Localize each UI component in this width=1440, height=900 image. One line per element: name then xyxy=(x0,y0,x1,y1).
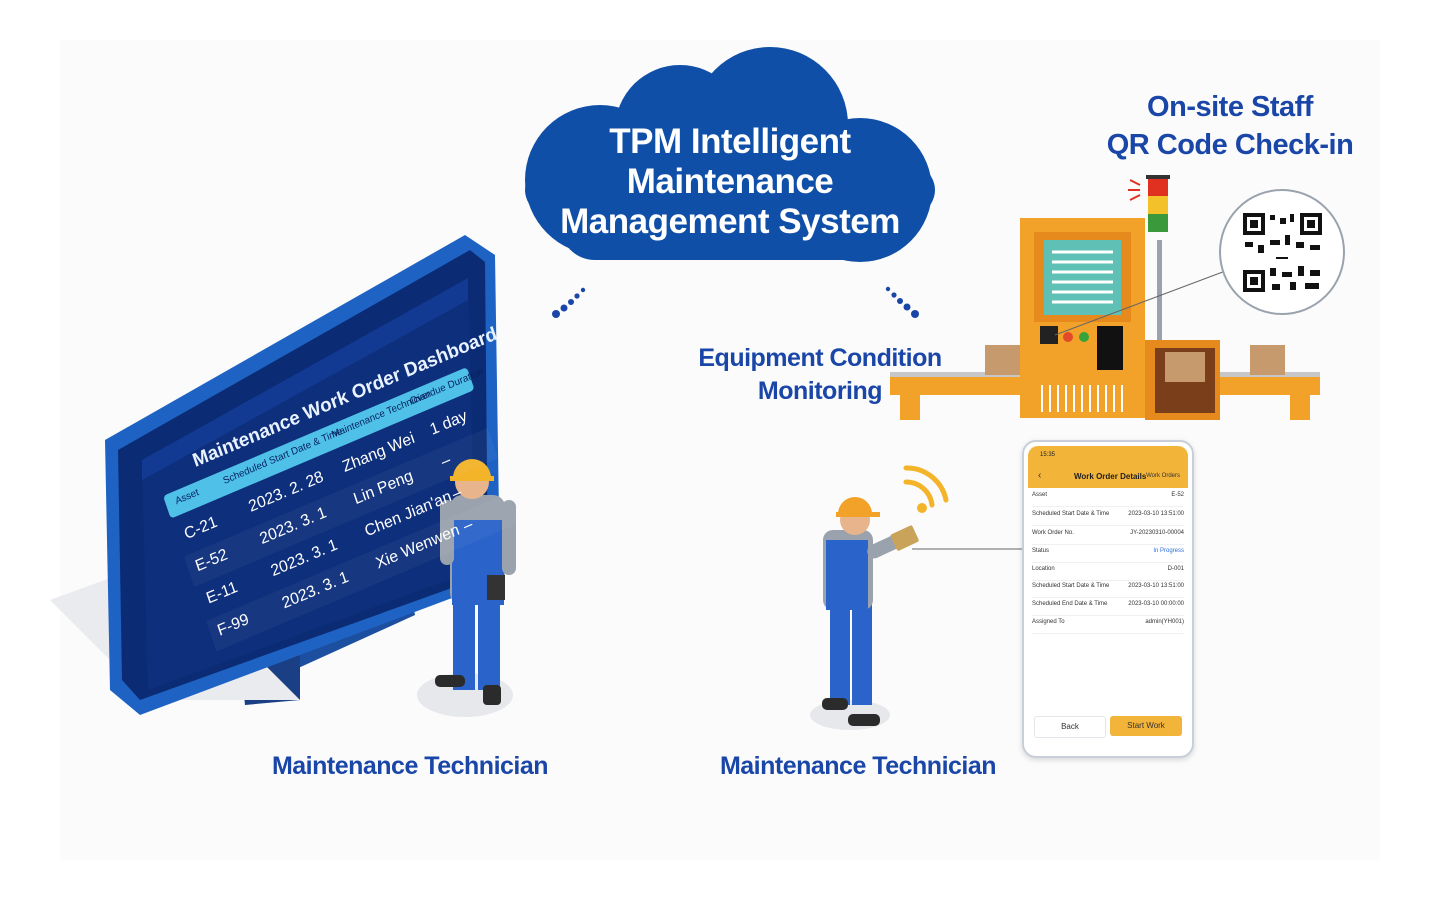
row-asset: F-99 xyxy=(215,610,252,640)
field-label: Scheduled Start Date & Time xyxy=(1032,583,1110,589)
row-asset: E-52 xyxy=(193,546,230,576)
header-asset: Asset xyxy=(173,487,201,508)
phone-time: 15:35 xyxy=(1040,452,1056,458)
onsite-staff-line-1: On-site Staff xyxy=(1147,91,1313,123)
status-value: In Progress xyxy=(1153,548,1184,554)
field-label: Status xyxy=(1032,548,1050,554)
field-row: Work Order No. JY-20230310-00004 xyxy=(1032,526,1184,545)
field-label: Assigned To xyxy=(1032,619,1065,625)
row-overdue: – xyxy=(438,451,453,472)
field-value: 2023-03-10 13:51:00 xyxy=(1128,511,1184,517)
row-asset: E-11 xyxy=(204,578,240,608)
field-row: Assigned To admin(YH001) xyxy=(1032,615,1184,634)
back-button[interactable]: Back xyxy=(1034,716,1106,738)
phone-title: Work Order Details xyxy=(1074,472,1147,481)
field-row: Status In Progress xyxy=(1032,544,1184,563)
technician-left-figure xyxy=(417,459,516,717)
phone-header: 15:35 ‹ Work Order Details Work Orders xyxy=(1028,446,1188,488)
field-row: Scheduled Start Date & Time 2023-03-10 1… xyxy=(1032,507,1184,526)
field-label: Scheduled Start Date & Time xyxy=(1032,511,1110,517)
system-title: TPM Intelligent Maintenance Management S… xyxy=(520,122,940,242)
field-row: Location D-001 xyxy=(1032,562,1184,581)
equipment-monitoring-label: Equipment Condition Monitoring xyxy=(690,342,950,408)
system-title-line-1: TPM Intelligent xyxy=(609,122,851,161)
field-value: E-52 xyxy=(1171,492,1184,498)
work-orders-link[interactable]: Work Orders xyxy=(1146,473,1180,479)
field-row: Scheduled Start Date & Time 2023-03-10 1… xyxy=(1032,579,1184,598)
technician-left-label: Maintenance Technician xyxy=(271,752,549,780)
connector-dots-left xyxy=(552,287,586,318)
row-overdue: 1 day xyxy=(427,407,470,439)
field-value: JY-20230310-00004 xyxy=(1130,530,1184,536)
cloud-shape xyxy=(525,47,935,262)
start-work-button[interactable]: Start Work xyxy=(1110,716,1182,736)
row-overdue: – xyxy=(461,515,475,536)
field-row: Scheduled End Date & Time 2023-03-10 00:… xyxy=(1032,597,1184,616)
field-row: Asset E-52 xyxy=(1032,488,1184,507)
system-title-line-3: Management System xyxy=(560,202,900,241)
equipment-line-2: Monitoring xyxy=(757,377,883,405)
field-value: admin(YH001) xyxy=(1145,619,1184,625)
phone-work-order-details: 15:35 ‹ Work Order Details Work Orders A… xyxy=(1022,440,1194,758)
field-value: 2023-03-10 00:00:00 xyxy=(1128,601,1184,607)
field-label: Scheduled End Date & Time xyxy=(1032,601,1108,607)
onsite-staff-label: On-site Staff QR Code Check-in xyxy=(1090,88,1370,164)
field-value: D-001 xyxy=(1167,566,1184,572)
connector-dots-right xyxy=(885,286,919,318)
system-title-line-2: Maintenance xyxy=(626,162,834,201)
row-asset: C-21 xyxy=(182,513,220,544)
technician-right-figure xyxy=(810,465,1022,730)
field-label: Asset xyxy=(1032,492,1048,498)
machine xyxy=(890,175,1345,420)
field-label: Work Order No. xyxy=(1032,530,1074,536)
technician-right-label: Maintenance Technician xyxy=(719,752,997,780)
back-arrow-icon[interactable]: ‹ xyxy=(1038,470,1042,481)
onsite-staff-line-2: QR Code Check-in xyxy=(1106,129,1354,161)
field-label: Location xyxy=(1032,566,1055,572)
equipment-line-1: Equipment Condition xyxy=(698,344,942,372)
monitor xyxy=(50,235,500,715)
field-value: 2023-03-10 13:51:00 xyxy=(1128,583,1184,589)
